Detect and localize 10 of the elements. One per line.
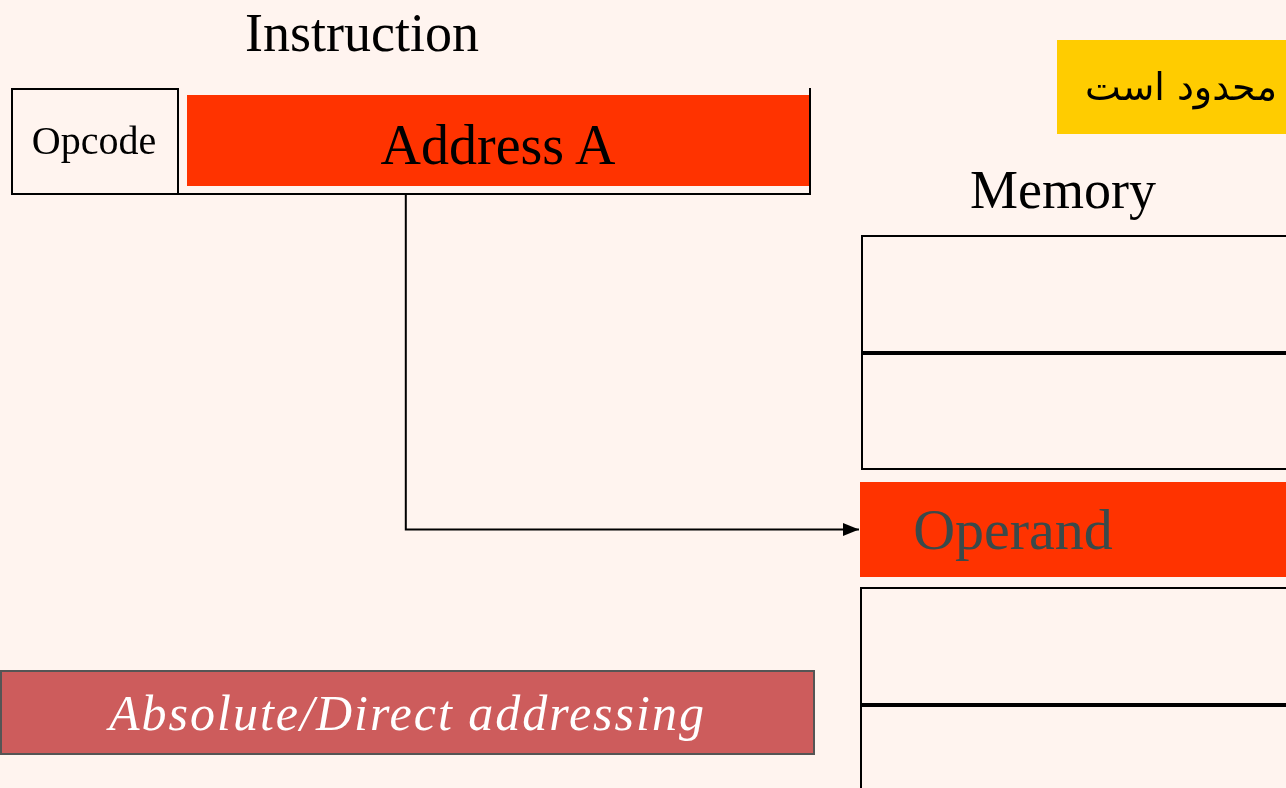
memory-cell [861, 235, 1286, 353]
memory-cell [860, 705, 1286, 788]
caption-banner: Absolute/Direct addressing [0, 670, 815, 755]
operand-cell: Operand [860, 482, 1286, 577]
memory-heading: Memory [970, 160, 1156, 220]
memory-cell [861, 353, 1286, 470]
instruction-heading: Instruction [245, 3, 479, 63]
memory-cell [860, 587, 1286, 705]
note-box: محدود است [1057, 40, 1286, 134]
arrow [404, 193, 860, 536]
